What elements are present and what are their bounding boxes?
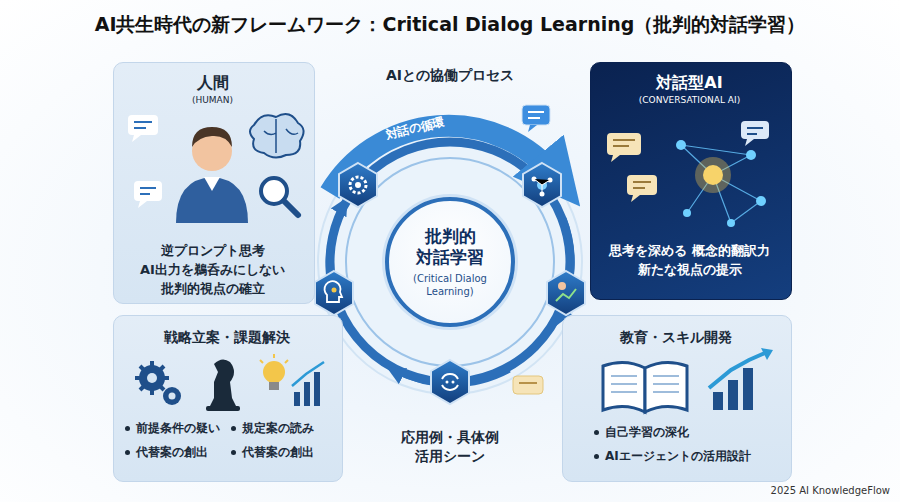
bullet-dot bbox=[594, 454, 599, 459]
strategy-panel: 戦略立案・課題解決前提条件の疑い規定案の読み代替案の創出代替案の創出 bbox=[113, 315, 343, 482]
ring-ground bbox=[318, 130, 582, 394]
bullet-item: 前提条件の疑い bbox=[124, 420, 220, 436]
center-circle: 批判的 対話学習 (Critical Dialog Learning) bbox=[385, 197, 515, 327]
bullet-item: AIエージェントの活用設計 bbox=[593, 448, 751, 464]
panel-subheading: (CONVERSATIONAL AI) bbox=[591, 94, 788, 106]
bullet-dot bbox=[125, 426, 130, 431]
bullet-dot bbox=[125, 450, 130, 455]
panel-subheading: (HUMAN) bbox=[114, 94, 311, 106]
cycle-label: 対話の循環 bbox=[369, 110, 460, 146]
circle-text: 批判的 対話学習 bbox=[395, 226, 505, 268]
diagram-title: AI共生時代の新フレームワーク：Critical Dialog Learning… bbox=[0, 12, 900, 36]
bullet-dot bbox=[594, 430, 599, 435]
ring bbox=[330, 142, 570, 382]
bullet-text: 代替案の創出 bbox=[136, 445, 208, 459]
bullet-text: 代替案の創出 bbox=[242, 445, 314, 459]
bullet-item: 規定案の読み bbox=[230, 420, 314, 436]
human-panel: 人間(HUMAN) 逆プロンプト思考 AI出力を鵜呑みにしない 批判的視点の確立 bbox=[113, 62, 315, 304]
bullet-text: AIエージェントの活用設計 bbox=[605, 449, 751, 463]
circle-text: (Critical Dialog Learning) bbox=[400, 272, 500, 298]
panel-heading: 対話型AI bbox=[591, 73, 788, 93]
bullet-text: 前提条件の疑い bbox=[136, 421, 220, 435]
panel-body: 逆プロンプト思考 AI出力を鵜呑みにしない 批判的視点の確立 bbox=[120, 241, 305, 298]
footer-credit: 2025 AI KnowledgeFlow bbox=[700, 484, 890, 497]
bullet-dot bbox=[231, 450, 236, 455]
chat-bubbles bbox=[513, 105, 550, 394]
bullet-item: 代替案の創出 bbox=[124, 444, 208, 460]
bullet-text: 規定案の読み bbox=[242, 421, 314, 435]
bullet-text: 自己学習の深化 bbox=[605, 425, 689, 439]
bullet-dot bbox=[231, 426, 236, 431]
panel-heading: 人間 bbox=[114, 73, 311, 93]
bullet-item: 自己学習の深化 bbox=[593, 424, 689, 440]
panel-heading: 戦略立案・課題解決 bbox=[114, 328, 339, 346]
education-panel: 教育・スキル開発自己学習の深化 AIエージェントの活用設計 bbox=[562, 315, 792, 482]
bullet-item: 代替案の創出 bbox=[230, 444, 314, 460]
application-label: 応用例・具体例 活用シーン bbox=[375, 428, 525, 466]
process-heading: AIとの協働プロセス bbox=[360, 66, 540, 84]
ai-panel: 対話型AI(CONVERSATIONAL AI) 思考を深める 概念的翻訳力 新た… bbox=[590, 62, 792, 300]
hexagon-icons bbox=[315, 163, 585, 404]
panel-heading: 教育・スキル開発 bbox=[563, 328, 788, 346]
panel-body: 思考を深める 概念的翻訳力 新たな視点の提示 bbox=[597, 241, 782, 279]
